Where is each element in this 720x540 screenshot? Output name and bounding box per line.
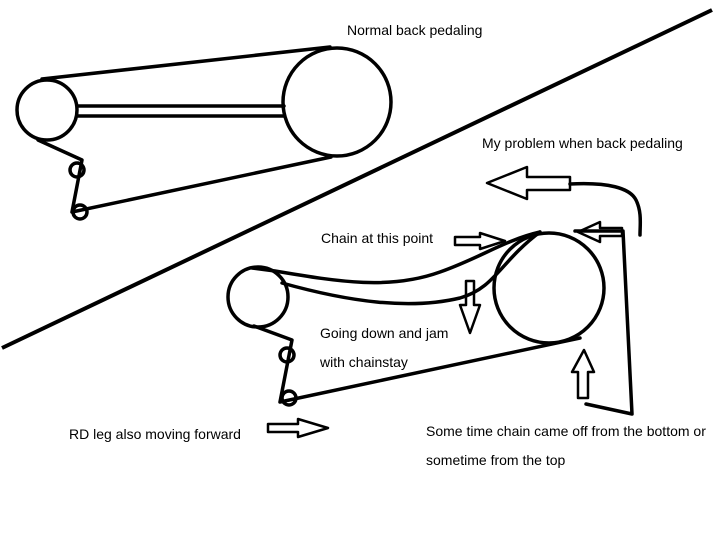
label-problem-back-pedaling: My problem when back pedaling — [482, 135, 683, 151]
arrow-chain-point — [453, 231, 507, 251]
label-sometime-top: sometime from the top — [426, 452, 566, 468]
problem-chainring — [492, 231, 606, 345]
arrow-frame-left — [576, 220, 624, 244]
chain-curve-back — [568, 181, 643, 237]
divider-line — [1, 8, 713, 350]
normal-chain-bottom — [36, 138, 333, 214]
normal-rd-lower-pulley — [71, 203, 89, 221]
problem-rd-lower-pulley — [280, 389, 298, 407]
label-normal-back-pedaling: Normal back pedaling — [347, 22, 483, 38]
label-chain-point: Chain at this point — [321, 230, 434, 246]
problem-chain-bottom — [252, 324, 582, 404]
arrow-problem-direction — [485, 165, 572, 201]
label-chainstay: with chainstay — [320, 354, 408, 370]
chainstay-frame — [573, 229, 634, 416]
normal-chainring — [281, 46, 393, 158]
arrow-rd-forward — [266, 417, 330, 439]
normal-chain-top — [40, 45, 332, 81]
normal-drivetrain — [15, 45, 393, 221]
arrow-up — [570, 348, 596, 400]
problem-chain-top — [250, 230, 542, 285]
problem-chain-sag — [280, 230, 542, 306]
arrow-going-down — [458, 279, 482, 335]
label-sometime-bottom: Some time chain came off from the bottom… — [426, 423, 706, 439]
problem-drivetrain — [226, 181, 643, 416]
problem-rear-cog — [226, 265, 290, 329]
normal-rd-upper-pulley — [68, 161, 86, 179]
label-rd-leg: RD leg also moving forward — [69, 426, 241, 442]
normal-rear-cog — [15, 78, 79, 142]
label-going-down: Going down and jam — [320, 325, 449, 341]
problem-rd-upper-pulley — [278, 346, 296, 364]
